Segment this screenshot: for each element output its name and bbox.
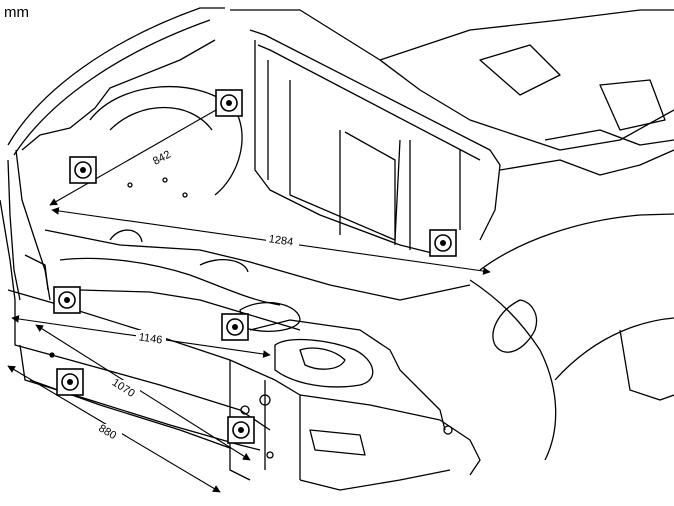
dimension-label-1146: 1146 bbox=[138, 331, 163, 346]
target-square-icon bbox=[221, 313, 249, 341]
target-square-icon bbox=[69, 156, 97, 184]
vehicle-body-drawing bbox=[0, 7, 674, 491]
target-square-icon bbox=[56, 368, 84, 396]
target-square-icon bbox=[227, 416, 255, 444]
dimension-line-842 bbox=[49, 101, 231, 206]
target-square-icon bbox=[215, 89, 243, 117]
unit-label: mm bbox=[4, 4, 29, 21]
reference-points bbox=[53, 89, 457, 444]
target-square-icon bbox=[53, 286, 81, 314]
dimension-label-1284: 1284 bbox=[268, 233, 294, 248]
target-square-icon bbox=[429, 229, 457, 257]
